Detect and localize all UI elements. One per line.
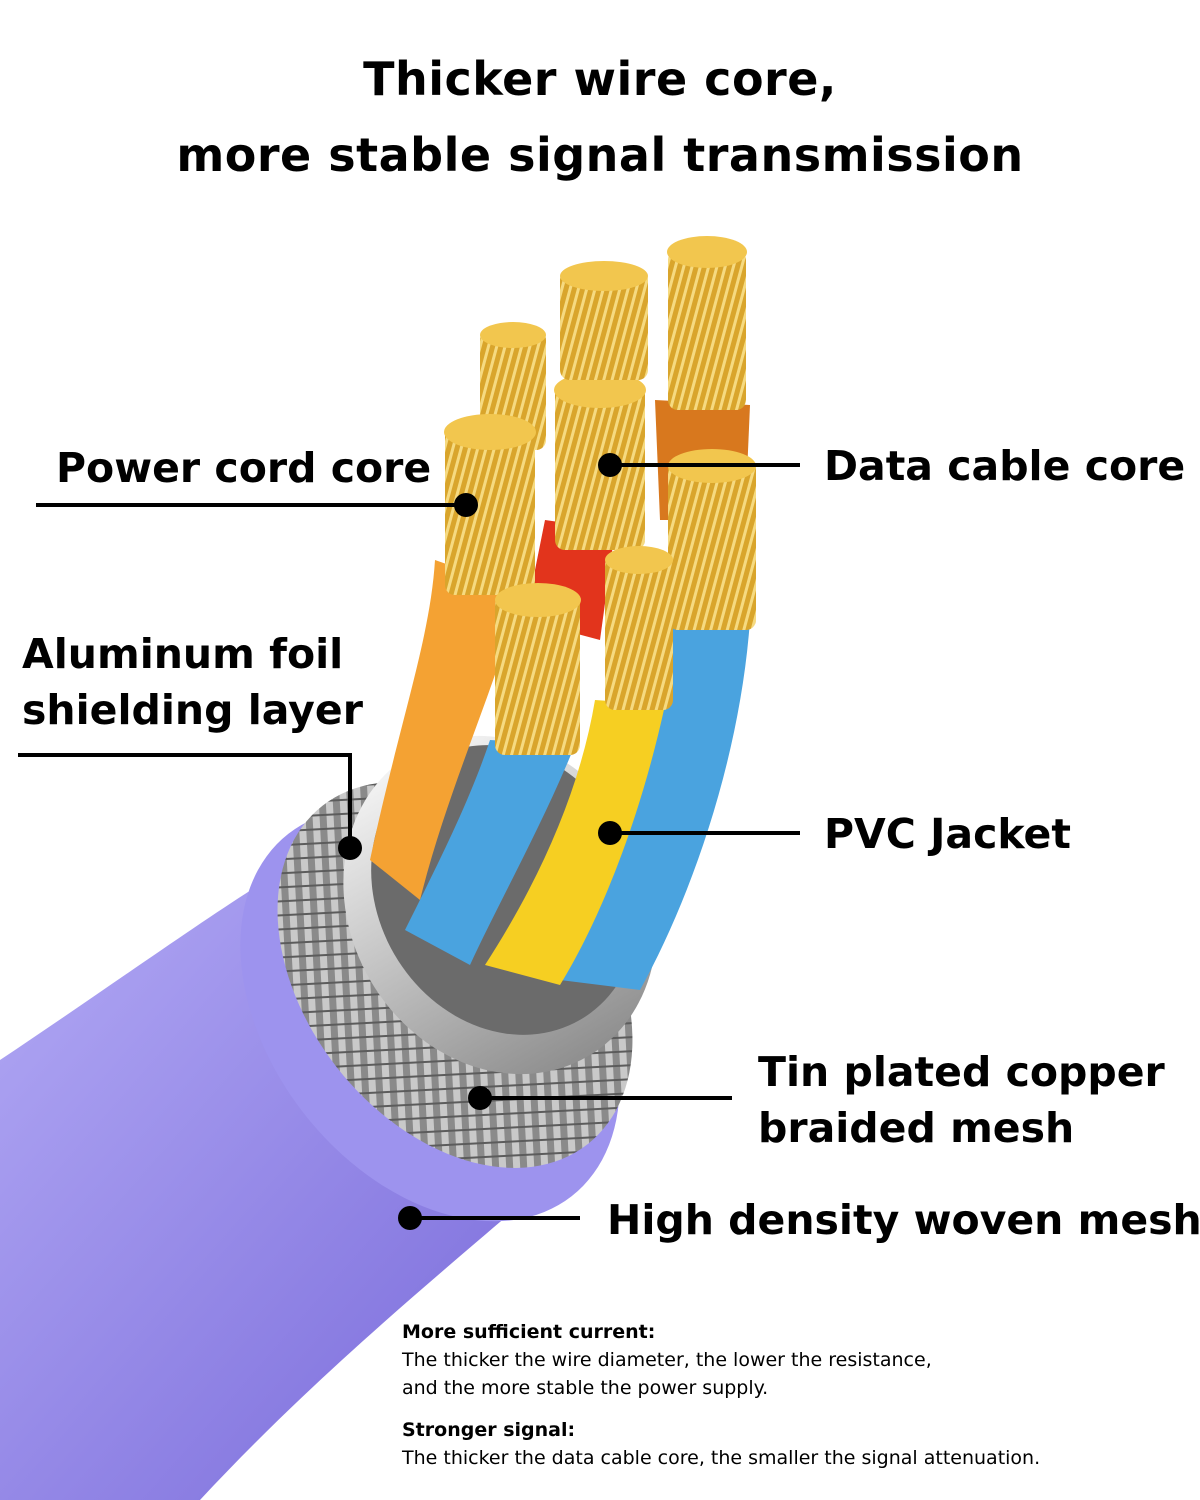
label-tin-plated-line2: braided mesh — [758, 1104, 1075, 1152]
note-current-heading: More sufficient current: — [402, 1321, 656, 1343]
wire-blue-left — [405, 583, 581, 965]
callout-pvc-jacket — [598, 821, 800, 845]
page-title-line1: Thicker wire core, — [363, 52, 837, 106]
wire-back-small — [480, 261, 648, 450]
label-aluminum-foil-line1: Aluminum foil — [22, 630, 344, 678]
label-power-cord-core: Power cord core — [56, 444, 432, 492]
wire-yellow — [485, 546, 673, 985]
note-current-line1: The thicker the wire diameter, the lower… — [402, 1349, 932, 1371]
note-signal-line1: The thicker the data cable core, the sma… — [402, 1447, 1041, 1469]
label-high-density-woven-mesh: High density woven mesh — [607, 1196, 1200, 1244]
label-tin-plated-line1: Tin plated copper — [758, 1048, 1165, 1096]
note-current-line2: and the more stable the power supply. — [402, 1377, 769, 1399]
callout-high-density — [398, 1206, 580, 1230]
callout-power-cord — [36, 493, 478, 517]
wire-orange — [370, 414, 536, 900]
label-pvc-jacket: PVC Jacket — [824, 810, 1071, 858]
page-title-line2: more stable signal transmission — [176, 128, 1024, 182]
note-current: More sufficient current: The thicker the… — [402, 1318, 1182, 1402]
note-signal: Stronger signal: The thicker the data ca… — [402, 1416, 1182, 1472]
note-signal-heading: Stronger signal: — [402, 1419, 576, 1441]
callout-tin-plated — [468, 1086, 732, 1110]
label-data-cable-core: Data cable core — [824, 442, 1186, 490]
callout-data-cable — [598, 453, 800, 477]
notes-block: More sufficient current: The thicker the… — [402, 1318, 1182, 1486]
label-aluminum-foil-line2: shielding layer — [22, 686, 363, 734]
callout-aluminum-foil — [18, 753, 362, 860]
